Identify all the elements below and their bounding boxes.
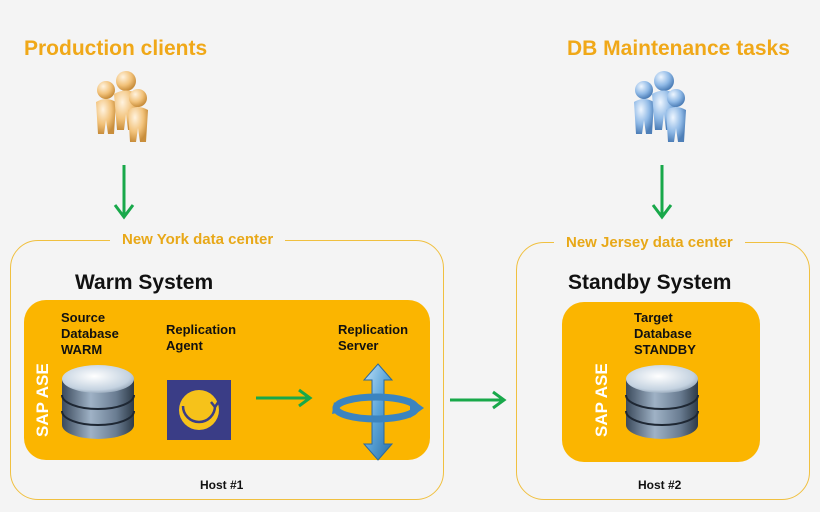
replication-agent-label: Replication Agent — [166, 322, 237, 353]
target-database-label: Target Database STANDBY — [634, 310, 696, 357]
sap-ase-label-right: SAP ASE — [592, 363, 611, 437]
new-jersey-data-center-label: New Jersey data center — [554, 232, 745, 253]
host-1-label: Host #1 — [200, 478, 244, 492]
source-database-label: Source Database WARM — [61, 310, 119, 357]
replication-server-icon — [332, 363, 424, 461]
source-database-icon — [61, 365, 135, 439]
db-maintenance-users-icon — [634, 71, 686, 142]
down-arrow-left — [113, 165, 135, 220]
down-arrow-right — [651, 165, 673, 220]
production-clients-heading: Production clients — [24, 37, 208, 60]
production-clients-users-icon — [96, 71, 148, 142]
standby-system-title: Standby System — [568, 271, 732, 294]
cross-site-arrow — [450, 390, 507, 410]
replication-server-label: Replication Server — [338, 322, 409, 353]
db-maintenance-heading: DB Maintenance tasks — [567, 37, 790, 60]
target-database-icon — [625, 365, 699, 439]
warm-system-title: Warm System — [75, 271, 214, 294]
agent-to-server-arrow — [256, 388, 313, 408]
sap-ase-label-left: SAP ASE — [33, 363, 52, 437]
replication-agent-icon — [167, 380, 231, 440]
host-2-label: Host #2 — [638, 478, 682, 492]
new-york-data-center-label: New York data center — [110, 229, 286, 250]
